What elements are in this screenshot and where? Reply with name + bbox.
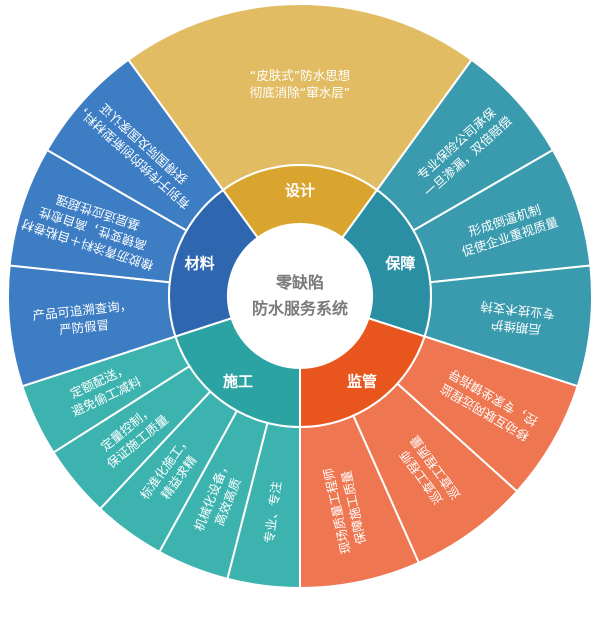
category-label-1: 保障	[384, 254, 415, 272]
center-title-line1: 零缺陷	[275, 273, 324, 292]
outer-text-line: 后期维护	[490, 317, 541, 337]
category-label-4: 材料	[185, 254, 215, 272]
category-label-2: 监管	[347, 372, 377, 390]
outer-text-line: 严防假冒	[58, 317, 109, 337]
center-hub: 零缺陷 防水服务系统	[228, 224, 372, 368]
center-circle	[228, 224, 372, 368]
category-label-3: 施工	[223, 372, 253, 390]
category-label-0: 设计	[285, 182, 315, 200]
center-title-line2: 防水服务系统	[252, 299, 348, 318]
outer-text-line: “皮肤式”防水思想	[250, 68, 350, 83]
outer-text-line: 彻底消除“窜水层”	[250, 85, 350, 100]
